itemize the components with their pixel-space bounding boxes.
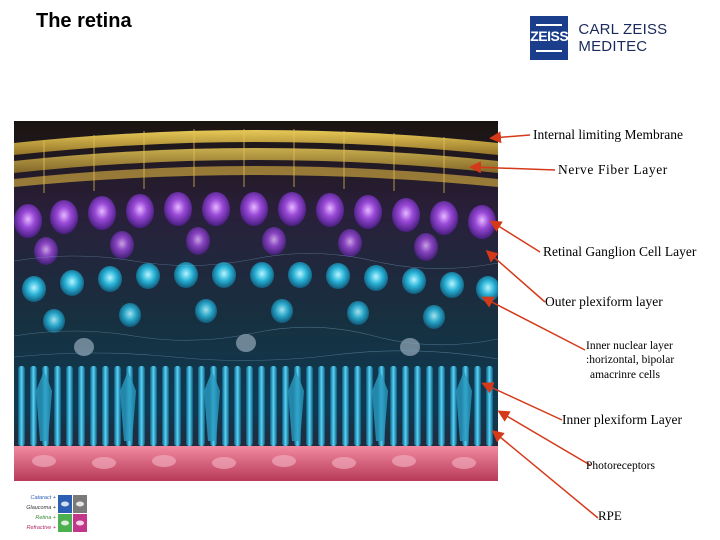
label-internal-limiting-membrane: Internal limiting Membrane bbox=[533, 127, 683, 143]
specialty-glaucoma: Glaucoma + bbox=[4, 503, 56, 513]
label-inner-plexiform-layer: Inner plexiform Layer bbox=[562, 412, 682, 428]
zeiss-logo-text: CARL ZEISS MEDITEC bbox=[578, 21, 720, 55]
arrow-rpe bbox=[494, 432, 598, 518]
label-retinal-ganglion-cell-layer: Retinal Ganglion Cell Layer bbox=[543, 244, 696, 260]
specialty-retina: Retina + bbox=[4, 513, 56, 523]
label-inner-nuclear-layer: Inner nuclear layer bbox=[586, 340, 673, 352]
zeiss-logo-mark: ZEISS bbox=[530, 16, 568, 60]
specialty-list: Cataract + Glaucoma + Retina + Refractiv… bbox=[4, 493, 56, 533]
label-rpe: RPE bbox=[598, 508, 622, 524]
label-inner-nuclear-layer-line3: amacrinre cells bbox=[590, 369, 660, 381]
slide-title: The retina bbox=[36, 10, 132, 33]
label-nerve-fiber-layer: Nerve Fiber Layer bbox=[558, 162, 668, 178]
specialty-refractive: Refractive + bbox=[4, 523, 56, 533]
specialty-cataract: Cataract + bbox=[4, 493, 56, 503]
retina-cross-section-image bbox=[14, 121, 498, 481]
specialty-icons bbox=[58, 495, 88, 533]
label-inner-nuclear-layer-line2: :horizontal, bipolar bbox=[586, 354, 674, 366]
arrow-gcl bbox=[492, 222, 540, 252]
zeiss-logo: ZEISS CARL ZEISS MEDITEC bbox=[530, 16, 720, 60]
label-photoreceptors: Photoreceptors bbox=[586, 460, 655, 472]
label-outer-plexiform-layer: Outer plexiform layer bbox=[545, 294, 663, 310]
